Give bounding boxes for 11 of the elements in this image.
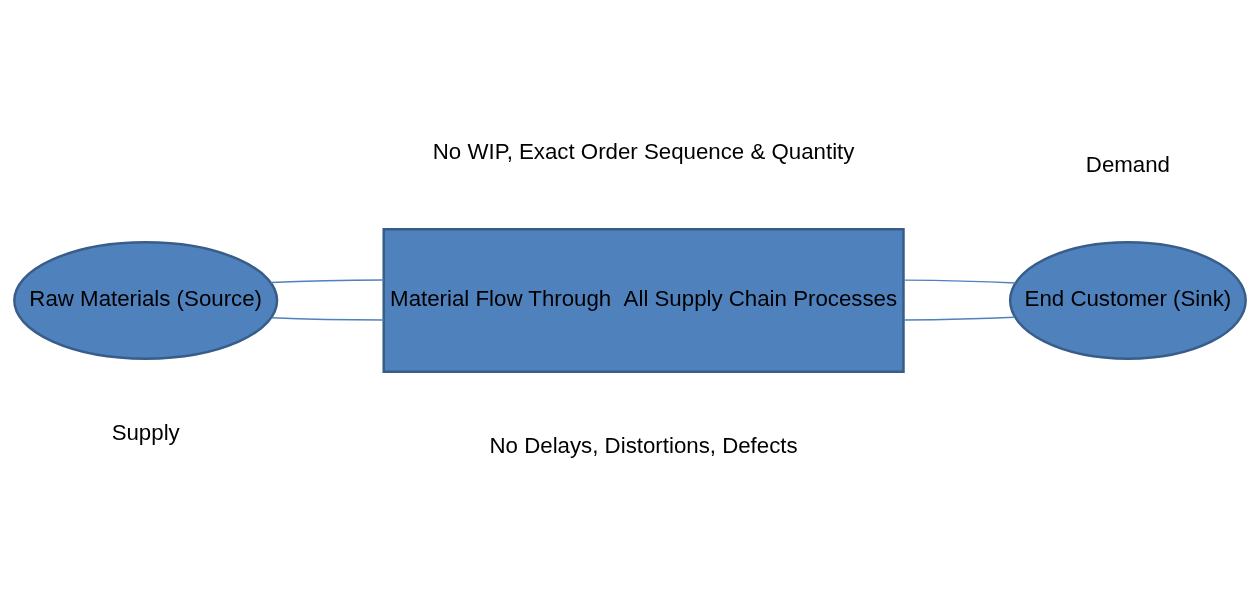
node-ellipse: End Customer (Sink) — [1008, 241, 1247, 360]
connector — [270, 316, 385, 321]
label: Demand — [1085, 152, 1170, 178]
label: No WIP, Exact Order Sequence & Quantity — [432, 138, 855, 164]
label: Supply — [111, 419, 180, 445]
node-box: Material Flow Through All Supply Chain Processes — [382, 228, 905, 373]
node-ellipse: Raw Materials (Source) — [13, 241, 279, 360]
connector — [903, 316, 1016, 321]
connector — [270, 279, 385, 284]
connector — [903, 279, 1017, 284]
label: No Delays, Distortions, Defects — [489, 433, 798, 459]
